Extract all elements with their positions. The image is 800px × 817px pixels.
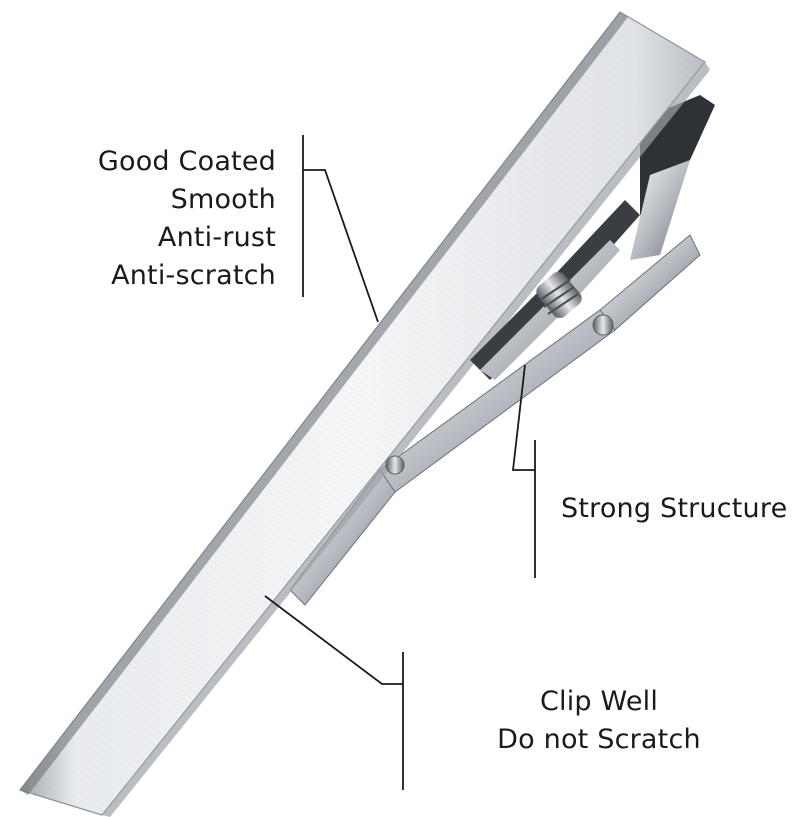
feature-coated-line-4: Anti-scratch xyxy=(111,260,276,291)
feature-clip-line-2: Do not Scratch xyxy=(497,724,701,755)
leader-line-structure xyxy=(511,364,536,578)
tie-bar xyxy=(18,11,710,817)
feature-coated-line-1: Good Coated xyxy=(97,146,276,177)
feature-coated-line-2: Smooth xyxy=(170,184,276,215)
spring-mechanism xyxy=(385,200,640,475)
feature-clip-line-1: Clip Well xyxy=(539,686,659,717)
feature-label-clip: Clip Well Do not Scratch xyxy=(474,683,724,759)
feature-structure-line-1: Strong Structure xyxy=(561,493,788,524)
feature-label-coated: Good Coated Smooth Anti-rust Anti-scratc… xyxy=(98,143,276,295)
leader-line-coated xyxy=(302,135,379,323)
feature-label-structure: Strong Structure xyxy=(561,490,787,528)
feature-coated-line-3: Anti-rust xyxy=(157,222,276,253)
leader-line-clip xyxy=(264,595,404,790)
leader-lines xyxy=(264,135,536,790)
clip-lower-arm xyxy=(289,234,701,606)
